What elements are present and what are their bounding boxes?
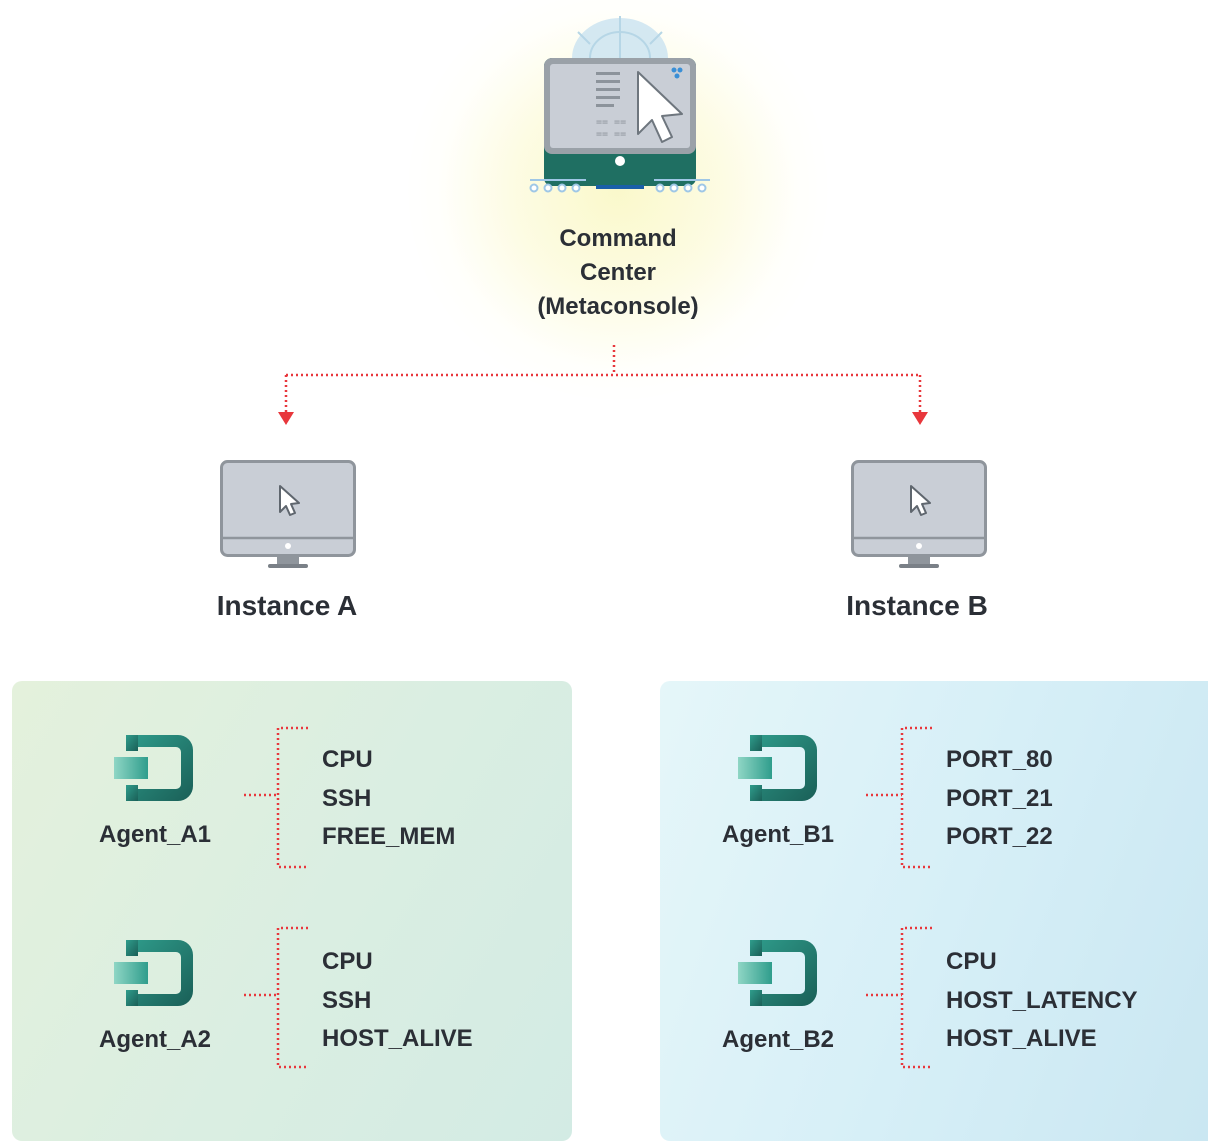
metric-item: PORT_22 <box>946 823 1053 850</box>
command-center-connectors <box>278 345 928 425</box>
agent-a2-icon <box>114 940 193 1006</box>
agent-b2-label: Agent_B2 <box>721 1026 835 1053</box>
metric-item: HOST_ALIVE <box>322 1025 473 1052</box>
agent-a2-metrics: CPU SSH HOST_ALIVE <box>322 943 473 1059</box>
bracket-agent-a1 <box>244 726 308 869</box>
agent-a1-metrics: CPU SSH FREE_MEM <box>322 741 455 857</box>
metric-item: PORT_80 <box>946 746 1053 773</box>
agent-a1-icon <box>114 735 193 801</box>
svg-text:== ==: == == <box>596 117 626 128</box>
agent-b1-label: Agent_B1 <box>721 821 835 848</box>
command-center-line-3: (Metaconsole) <box>537 293 699 320</box>
agent-metric-brackets <box>244 726 932 1069</box>
metric-item: CPU <box>322 948 373 975</box>
command-center-label: Command Center (Metaconsole) <box>468 222 768 324</box>
command-center-line-1: Command <box>559 225 677 252</box>
bracket-agent-b2 <box>866 926 932 1069</box>
command-center-line-2: Center <box>579 259 657 286</box>
command-center-monitor-icon: == == == == <box>529 16 710 193</box>
metric-item: FREE_MEM <box>322 823 456 850</box>
instance-a-label: Instance A <box>216 590 358 621</box>
metric-item: CPU <box>946 948 997 975</box>
agent-b2-icon <box>738 940 817 1006</box>
agent-b2-metrics: CPU HOST_LATENCY HOST_ALIVE <box>946 943 1138 1059</box>
instance-a-monitor-icon <box>220 460 356 568</box>
metric-item: SSH <box>322 784 372 812</box>
instance-b-monitor-icon <box>851 460 987 568</box>
metric-item: PORT_21 <box>946 784 1053 812</box>
svg-text:== ==: == == <box>596 129 626 140</box>
bracket-agent-a2 <box>244 926 308 1069</box>
agent-b1-icon <box>738 735 817 801</box>
metric-item: HOST_ALIVE <box>946 1025 1097 1052</box>
agent-a2-label: Agent_A2 <box>98 1026 212 1053</box>
agent-b1-metrics: PORT_80 PORT_21 PORT_22 <box>946 741 1053 857</box>
arrow-to-instance-b-icon <box>912 412 928 425</box>
instance-b-label: Instance B <box>846 590 988 621</box>
arrow-to-instance-a-icon <box>278 412 294 425</box>
metric-item: CPU <box>322 746 373 773</box>
instance-a-agents-panel <box>12 681 572 1141</box>
metric-item: HOST_LATENCY <box>946 986 1138 1014</box>
agent-a1-label: Agent_A1 <box>98 821 212 848</box>
bracket-agent-b1 <box>866 726 932 869</box>
metric-item: SSH <box>322 986 372 1014</box>
